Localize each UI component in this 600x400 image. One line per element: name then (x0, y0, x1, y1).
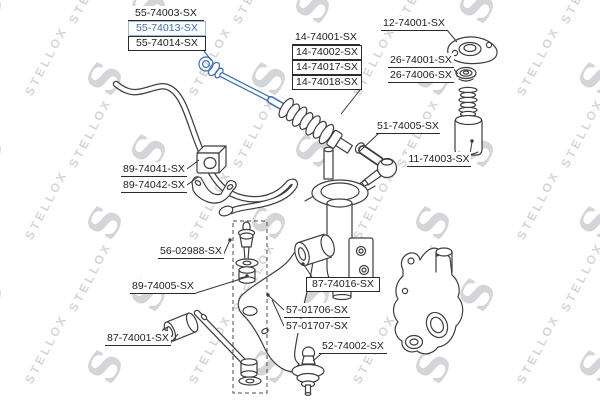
part-label-12-74001-sx[interactable]: 12-74001-SX (381, 16, 447, 31)
part-label-55-74014-sx[interactable]: 55-74014-SX (128, 36, 206, 51)
stabilizer-link-assembly (232, 220, 268, 394)
part-label-14-74017-sx[interactable]: 14-74017-SX (292, 60, 362, 75)
part-label-56-02988-sx[interactable]: 56-02988-SX (158, 244, 224, 259)
part-label-55-74013-sx[interactable]: 55-74013-SX (128, 21, 206, 36)
part-label-14-74002-sx[interactable]: 14-74002-SX (292, 45, 362, 60)
part-label-11-74003-sx[interactable]: 11-74003-SX (407, 152, 471, 167)
part-label-57-01707-sx[interactable]: 57-01707-SX (284, 319, 350, 333)
part-label-87-74001-sx[interactable]: 87-74001-SX (105, 331, 171, 346)
part-label-14-74018-sx[interactable]: 14-74018-SX (292, 75, 362, 90)
part-label-26-74001-sx[interactable]: 26-74001-SX (388, 53, 454, 68)
strut-mount (447, 36, 498, 65)
part-label-52-74002-sx[interactable]: 52-74002-SX (319, 339, 387, 354)
part-label-51-74005-sx[interactable]: 51-74005-SX (376, 119, 440, 134)
strut-bearing (455, 66, 477, 82)
part-label-89-74041-sx[interactable]: 89-74041-SX (121, 162, 187, 177)
part-label-55-74003-sx[interactable]: 55-74003-SX (128, 6, 204, 21)
inner-tie-rod-highlighted (198, 50, 287, 111)
part-label-87-74016-sx[interactable]: 87-74016-SX (306, 277, 380, 292)
steering-boot (278, 97, 353, 154)
stabilizer-bar (112, 80, 299, 217)
steering-knuckle (392, 247, 464, 355)
bump-stop-boot (454, 86, 483, 156)
part-label-14-74001-sx[interactable]: 14-74001-SX (292, 30, 360, 45)
part-label-26-74006-sx[interactable]: 26-74006-SX (388, 68, 454, 83)
rear-arm-bushing (294, 233, 335, 267)
part-label-89-74005-sx[interactable]: 89-74005-SX (130, 279, 196, 294)
stabilizer-bushing (196, 145, 227, 174)
stabilizer-bracket (191, 176, 237, 204)
control-arm (193, 248, 315, 373)
part-label-89-74042-sx[interactable]: 89-74042-SX (121, 178, 187, 193)
ball-joint (291, 346, 325, 397)
part-label-57-01706-sx[interactable]: 57-01706-SX (284, 303, 350, 318)
